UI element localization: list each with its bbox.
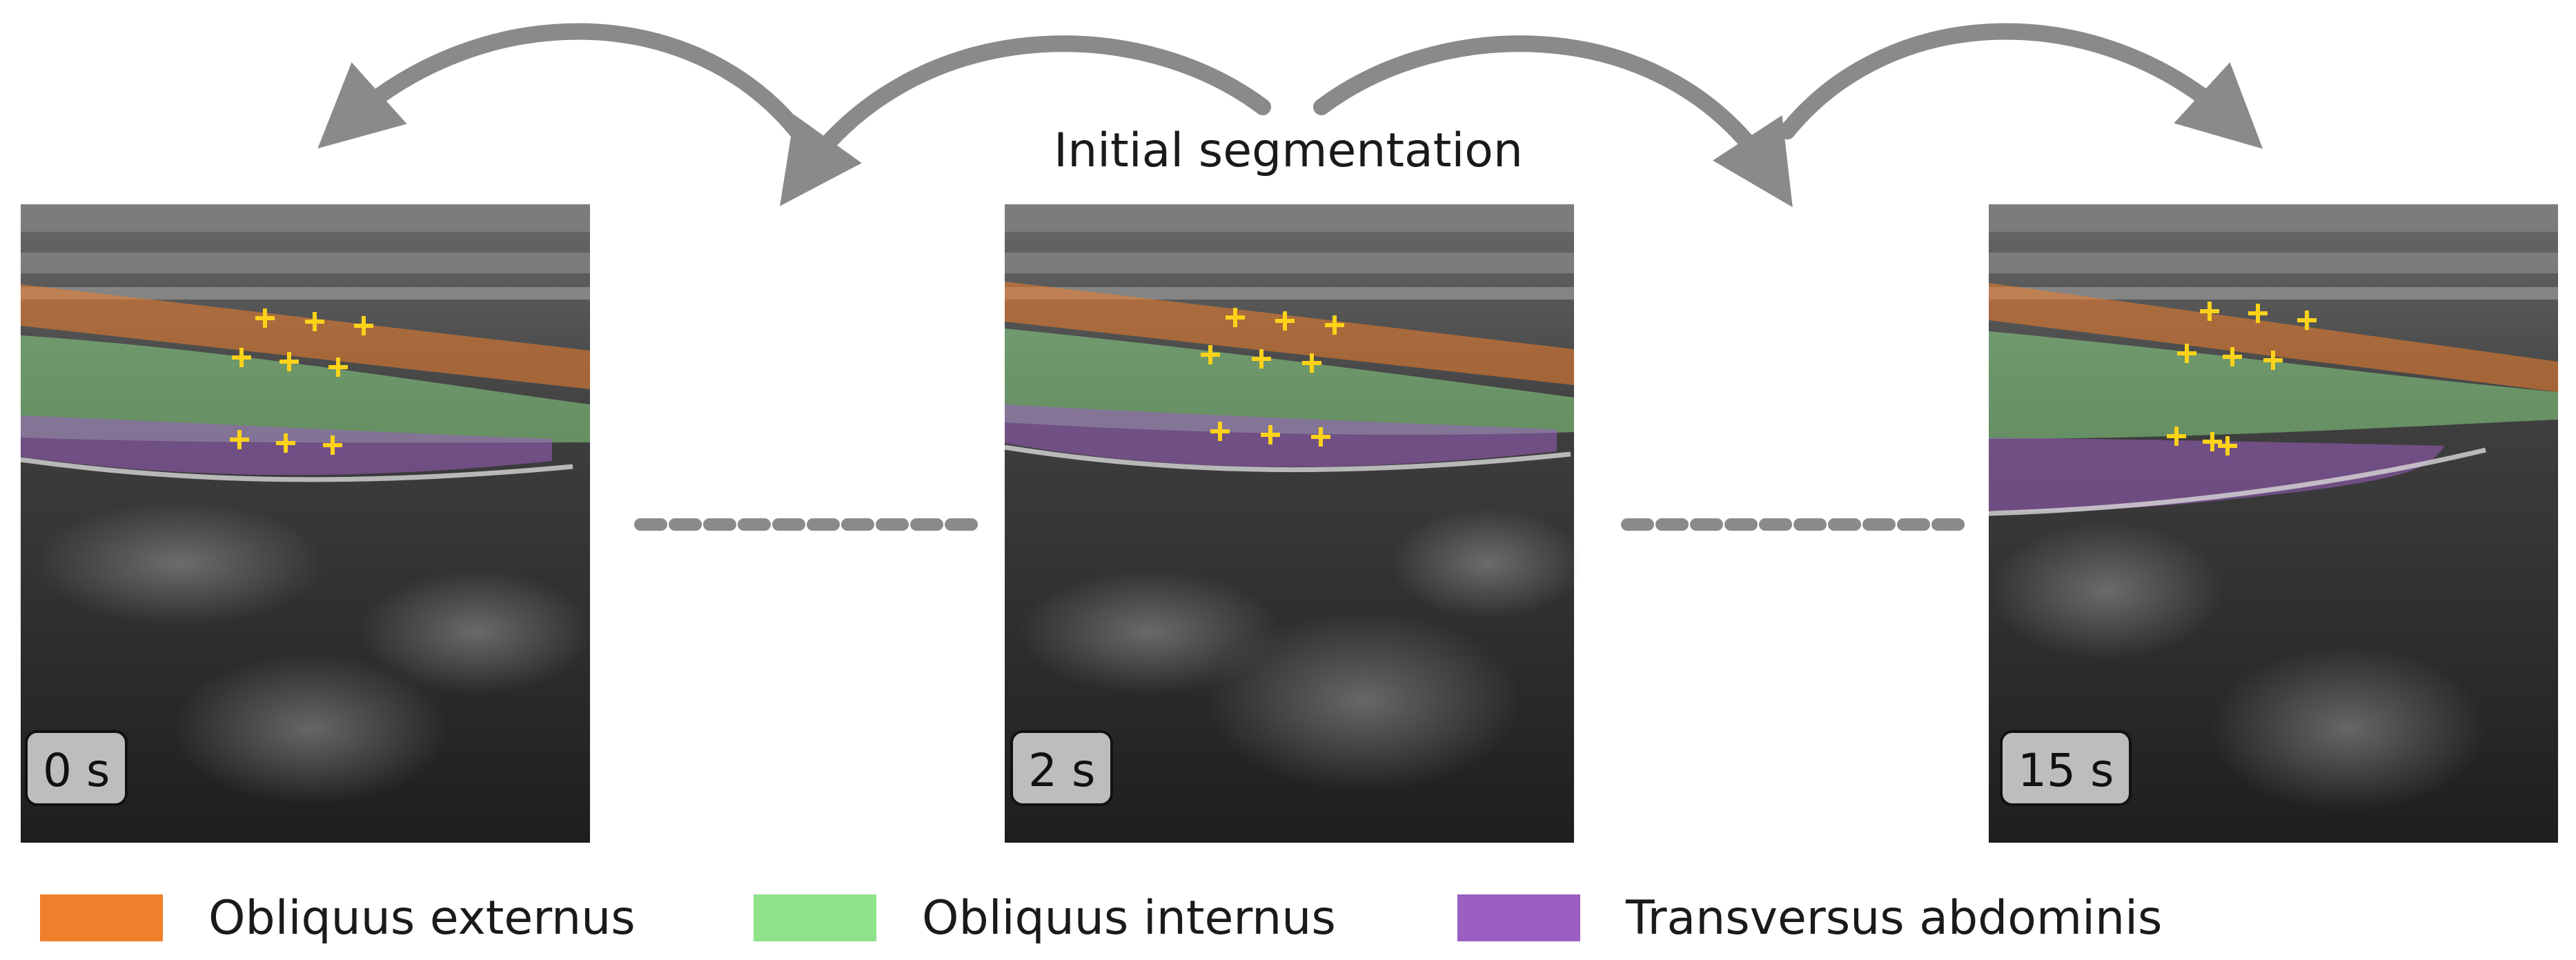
legend-item-transversus-abdominis: Transversus abdominis [1457,890,2162,946]
legend-item-obliquus-externus: Obliquus externus [40,890,636,946]
time-badge-0s: 0 s [25,730,128,806]
legend-item-obliquus-internus: Obliquus internus [754,890,1336,946]
point-markers [1201,308,1344,447]
arrow-14s-to-15s [1779,23,2263,149]
legend-label: Obliquus externus [208,890,636,946]
legend-label: Transversus abdominis [1626,890,2163,946]
arrow-initial-to-1s [779,35,1271,206]
segment-obliquus-externus [21,284,590,389]
segment-transversus-abdominis [1005,404,1557,467]
segment-obliquus-internus [1005,329,1574,435]
point-markers [2167,302,2317,455]
legend-swatch [40,894,163,941]
arrow-initial-to-14s [1313,35,1793,208]
initial-segmentation-label: Initial segmentation [1054,124,1523,178]
time-badge-2s: 2 s [1010,730,1114,806]
segment-obliquus-internus [1989,331,2558,439]
segment-obliquus-externus [1989,283,2558,392]
segment-obliquus-externus [1005,282,1574,385]
segment-obliquus-internus [21,335,590,443]
point-markers [230,308,373,455]
legend-label: Obliquus internus [922,890,1336,946]
time-badge-15s: 15 s [2000,730,2132,806]
propagation-arrows [317,23,2263,208]
arrow-1s-to-0s [317,23,805,149]
legend-swatch [1457,894,1580,941]
legend-swatch [754,894,876,941]
segment-transversus-abdominis [1989,438,2444,512]
